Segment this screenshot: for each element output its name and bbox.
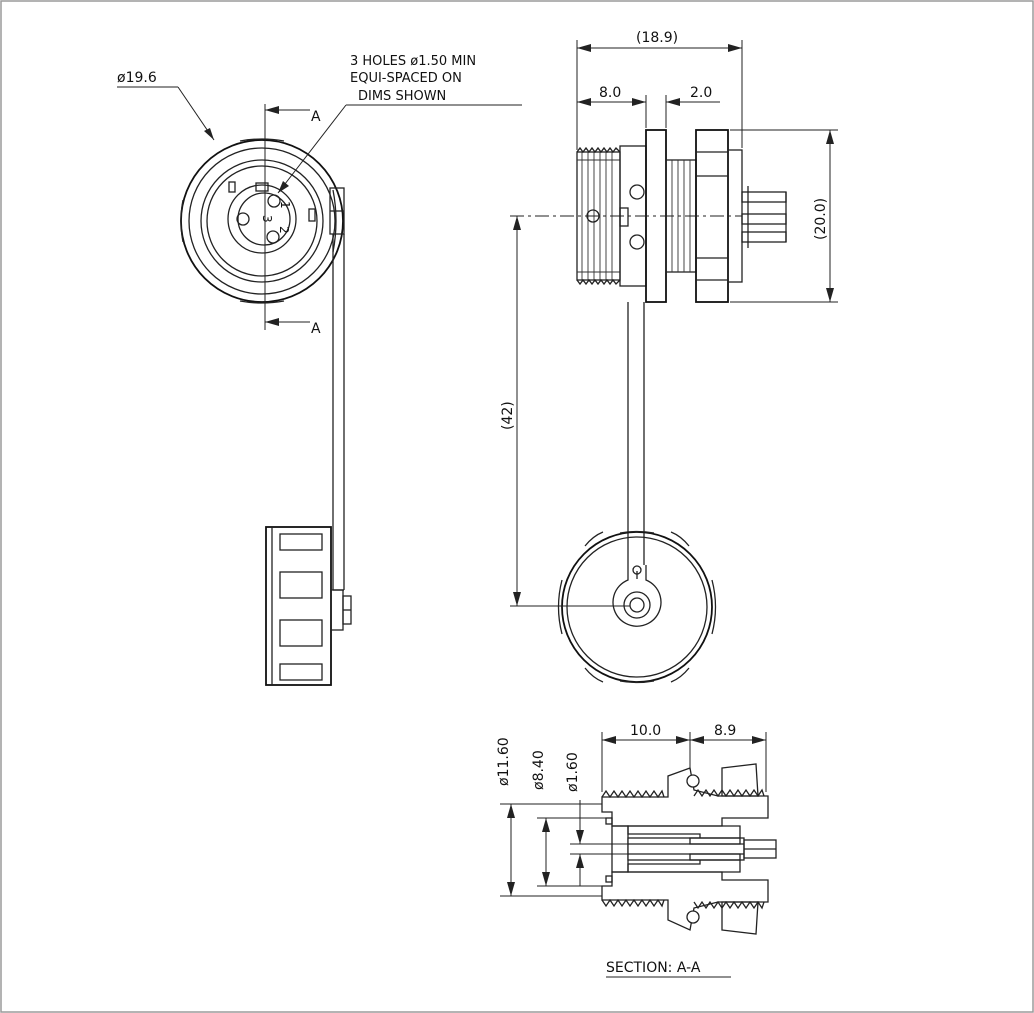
dim-flange-thickness: 2.0 — [690, 85, 712, 101]
section-title: SECTION: A-A — [606, 960, 701, 976]
holes-note-line-2: EQUI-SPACED ON — [350, 71, 462, 86]
holes-note-line-3: DIMS SHOWN — [358, 89, 446, 104]
front-view: 1 2 3 A A ø19.6 3 HOLES ø1.50 MIN EQUI-S… — [117, 54, 522, 337]
dim-outer-diameter: ø19.6 — [117, 70, 157, 86]
side-view — [510, 129, 787, 565]
pin-1-hole — [267, 194, 281, 208]
lanyard-side — [332, 234, 345, 591]
side-view-dimensions: (18.9) 8.0 2.0 (20.0) (42) — [500, 30, 838, 607]
dim-height: (20.0) — [813, 198, 829, 240]
dust-cap-side-view — [265, 526, 352, 686]
pin-3-label: 3 — [260, 215, 274, 223]
dim-lanyard-length: (42) — [500, 401, 516, 430]
dim-dia-8-40: ø8.40 — [531, 750, 547, 790]
dim-dia-11-60: ø11.60 — [496, 737, 512, 786]
section-dimensions: 10.0 8.9 ø11.60 ø8.40 ø1.60 — [496, 723, 767, 897]
dim-front-length: 8.0 — [599, 85, 621, 101]
dim-overall-length: (18.9) — [636, 30, 678, 46]
dust-cap-front-view — [557, 530, 717, 684]
pin-2-label: 2 — [277, 226, 291, 234]
dim-section-rear: 8.9 — [714, 723, 736, 739]
section-marker-top: A — [311, 109, 321, 125]
pin-3-hole — [236, 212, 250, 226]
section-marker-bottom: A — [311, 321, 321, 337]
dim-dia-1-60: ø1.60 — [565, 752, 581, 792]
dim-section-front: 10.0 — [630, 723, 661, 739]
pin-2-hole — [266, 230, 280, 244]
pin-1-label: 1 — [278, 201, 292, 209]
section-view — [601, 763, 777, 935]
holes-note-line-1: 3 HOLES ø1.50 MIN — [350, 54, 476, 69]
